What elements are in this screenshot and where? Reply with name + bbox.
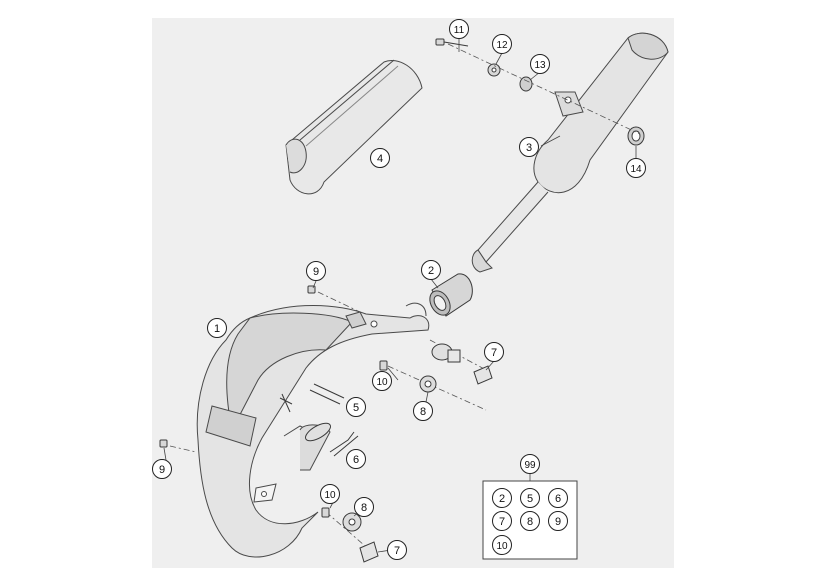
kit-item: 6 xyxy=(548,488,568,508)
kit-item: 7 xyxy=(492,511,512,531)
callout-9a: 9 xyxy=(306,261,326,281)
callout-13: 13 xyxy=(530,54,550,74)
part-bolt-10a xyxy=(379,360,388,371)
part-exhaust-flange xyxy=(305,422,331,442)
part-spring-5 xyxy=(279,383,345,413)
callout-2: 2 xyxy=(421,260,441,280)
callout-12-label: 12 xyxy=(496,40,508,51)
part-rubber-mount-8a xyxy=(431,343,461,363)
callout-8b: 8 xyxy=(354,497,374,517)
part-heat-shield-sleeve xyxy=(285,59,423,195)
callout-4: 4 xyxy=(370,148,390,168)
kit-item-circle xyxy=(492,535,512,555)
kit-item-label: 2 xyxy=(499,493,505,505)
part-bolt-9b xyxy=(159,439,168,448)
callout-9a-label: 9 xyxy=(313,266,319,278)
callout-3: 3 xyxy=(519,137,539,157)
part-spring-6 xyxy=(329,431,359,457)
callout-7b-label: 7 xyxy=(394,545,400,557)
part-bolt-10b xyxy=(321,507,330,518)
callout-7a: 7 xyxy=(484,342,504,362)
kit-item: 9 xyxy=(548,511,568,531)
callout-12: 12 xyxy=(492,34,512,54)
kit-item: 8 xyxy=(520,511,540,531)
callout-6-label: 6 xyxy=(353,454,359,466)
callout-5: 5 xyxy=(346,397,366,417)
callout-10a-label: 10 xyxy=(376,377,388,388)
callout-8a-label: 8 xyxy=(420,406,426,418)
part-rubber-mount-8b xyxy=(419,375,437,393)
callout-7a-label: 7 xyxy=(491,347,497,359)
callout-11-label: 11 xyxy=(454,25,465,36)
kit-item-circle xyxy=(520,511,540,531)
callout-5-label: 5 xyxy=(353,402,359,414)
kit-item-circle xyxy=(520,488,540,508)
part-clip-7b xyxy=(359,541,379,563)
callout-2-label: 2 xyxy=(428,265,434,277)
kit-item-label: 9 xyxy=(555,516,561,528)
callout-10a: 10 xyxy=(372,371,392,391)
callout-13-label: 13 xyxy=(534,60,546,71)
callout-1-label: 1 xyxy=(214,323,220,335)
callout-1: 1 xyxy=(207,318,227,338)
callout-9b-label: 9 xyxy=(159,464,165,476)
part-bolt-11 xyxy=(435,38,469,47)
kit-item-label: 7 xyxy=(499,516,505,528)
kit-item-label: 8 xyxy=(527,516,533,528)
callout-3-label: 3 xyxy=(526,142,532,154)
callout-10b-label: 10 xyxy=(324,490,336,501)
kit-item-label: 5 xyxy=(527,493,533,505)
kit-99-group: 99 2 5 6 7 8 9 10 xyxy=(482,454,578,560)
kit-item-circle xyxy=(492,488,512,508)
kit-item-circle xyxy=(492,511,512,531)
kit-99-label: 99 xyxy=(524,460,536,471)
kit-items: 2 5 6 7 8 9 10 xyxy=(492,488,568,555)
callout-14-label: 14 xyxy=(630,164,642,175)
kit-item-label: 10 xyxy=(496,541,508,552)
part-washer-12 xyxy=(487,63,501,77)
kit-item: 10 xyxy=(492,535,512,555)
callout-8b-label: 8 xyxy=(361,502,367,514)
kit-99-callout xyxy=(520,454,540,474)
callout-10b: 10 xyxy=(320,484,340,504)
part-expansion-chamber xyxy=(196,302,430,558)
part-coupling-sleeve xyxy=(429,273,473,317)
kit-item: 5 xyxy=(520,488,540,508)
part-grommet-14 xyxy=(627,126,645,146)
part-rubber-mount-8c xyxy=(342,512,362,532)
kit-item-label: 6 xyxy=(555,493,561,505)
part-silencer xyxy=(471,32,669,273)
part-bolt-9a xyxy=(307,285,316,294)
kit-item: 2 xyxy=(492,488,512,508)
kit-item-circle xyxy=(548,488,568,508)
part-sleeve-13 xyxy=(519,76,533,92)
callout-8a: 8 xyxy=(413,401,433,421)
callout-11: 11 xyxy=(449,19,469,39)
callout-4-label: 4 xyxy=(377,153,383,165)
callout-14: 14 xyxy=(626,158,646,178)
callout-6: 6 xyxy=(346,449,366,469)
callout-9b: 9 xyxy=(152,459,172,479)
callout-7b: 7 xyxy=(387,540,407,560)
kit-item-circle xyxy=(548,511,568,531)
part-clip-7a xyxy=(473,365,493,385)
